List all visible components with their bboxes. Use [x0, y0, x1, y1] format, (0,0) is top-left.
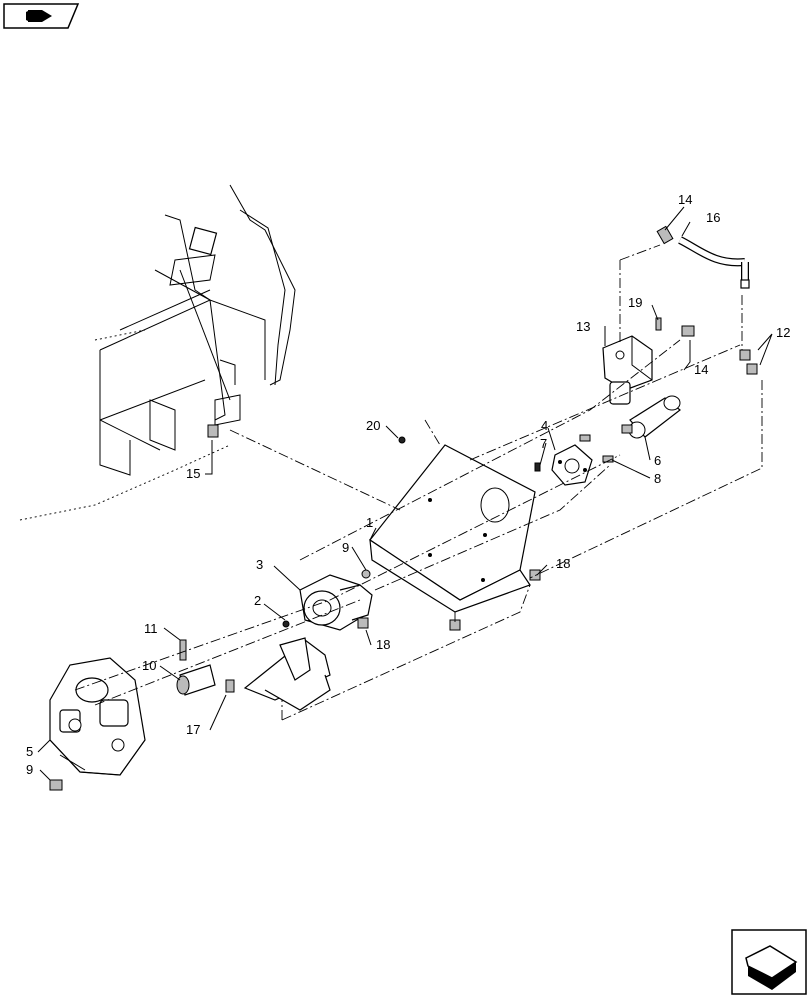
callout-16: 16: [706, 210, 720, 225]
mounting-bracket: [369, 444, 536, 613]
callout-15: 15: [186, 466, 200, 481]
flange-plate: [551, 434, 593, 486]
callout-9-valve: 9: [26, 762, 33, 777]
book-arrow-icon[interactable]: [3, 3, 80, 29]
callout-18-pump: 18: [376, 637, 390, 652]
callout-7: 7: [540, 436, 547, 451]
machine-frame: [19, 184, 296, 521]
alignment-lines: [74, 244, 763, 721]
callout-1: 1: [366, 515, 373, 530]
filter-canister: [621, 395, 681, 439]
callout-19: 19: [628, 295, 642, 310]
callout-3: 3: [256, 557, 263, 572]
callout-12: 12: [776, 325, 790, 340]
callout-13: 13: [576, 319, 590, 334]
callout-14-top: 14: [678, 192, 692, 207]
coupling-support: [243, 620, 331, 711]
callout-17: 17: [186, 722, 200, 737]
callout-2: 2: [254, 593, 261, 608]
callout-6: 6: [654, 453, 661, 468]
callout-8: 8: [654, 471, 661, 486]
callout-4: 4: [541, 418, 548, 433]
callout-10: 10: [142, 658, 156, 673]
callout-20: 20: [366, 418, 380, 433]
callout-14-mid: 14: [694, 362, 708, 377]
solenoid-valve: [602, 335, 653, 405]
valve-assembly: [49, 657, 146, 776]
callouts: 1 2 3 4 5 6 7 8 9 9 10 11 12 13 14 14 15…: [26, 192, 790, 777]
callout-11: 11: [144, 621, 158, 636]
pump-body: [299, 569, 373, 631]
leader-lines: [37, 206, 773, 781]
callout-9-pump: 9: [342, 540, 349, 555]
callout-18-bracket: 18: [556, 556, 570, 571]
elbow-fittings: [49, 225, 758, 791]
next-page-arrow-icon[interactable]: [731, 929, 807, 995]
hydraulic-hose: [678, 236, 750, 289]
callout-5: 5: [26, 744, 33, 759]
